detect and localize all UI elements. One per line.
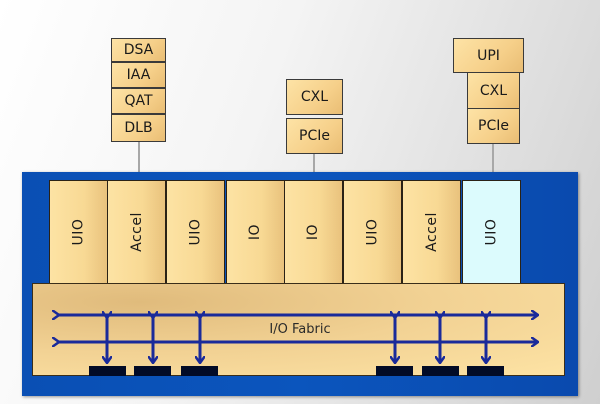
tag-cxl-right: CXL xyxy=(467,72,520,109)
tag-label: PCIe xyxy=(299,128,330,144)
tile-uio-highlighted: UIO xyxy=(462,180,521,284)
io-port xyxy=(89,366,126,376)
tile-uio: UIO xyxy=(166,180,225,284)
io-port xyxy=(422,366,459,376)
tile-accel: Accel xyxy=(402,180,461,284)
tag-label: CXL xyxy=(300,89,329,105)
vertical-arrows xyxy=(107,318,486,363)
tag-qat: QAT xyxy=(111,88,166,114)
fabric-label: I/O Fabric xyxy=(269,322,331,337)
tag-label: UPI xyxy=(477,47,500,64)
connector-line xyxy=(313,154,315,180)
connector-line xyxy=(492,144,494,172)
tag-label: DSA xyxy=(123,42,154,58)
io-port xyxy=(376,366,413,376)
tile-accel: Accel xyxy=(107,180,166,284)
tag-dlb: DLB xyxy=(111,114,166,142)
tag-label: IAA xyxy=(126,67,151,83)
tag-label: DLB xyxy=(124,120,153,136)
tag-iaa: IAA xyxy=(111,62,166,88)
tag-cxl-middle: CXL xyxy=(286,79,343,115)
tag-pcie-middle: PCIe xyxy=(286,118,343,154)
io-port xyxy=(134,366,171,376)
connector-line xyxy=(138,142,140,172)
tag-upi: UPI xyxy=(453,38,524,73)
tag-label: CXL xyxy=(479,82,508,99)
io-port xyxy=(467,366,504,376)
tag-pcie-right: PCIe xyxy=(467,108,520,144)
tag-label: PCIe xyxy=(478,118,509,134)
tile-uio: UIO xyxy=(49,180,108,284)
io-fabric xyxy=(32,283,565,376)
tag-label: QAT xyxy=(124,93,153,109)
tag-dsa: DSA xyxy=(111,38,166,62)
tile-io: IO xyxy=(284,180,343,284)
io-port xyxy=(181,366,218,376)
